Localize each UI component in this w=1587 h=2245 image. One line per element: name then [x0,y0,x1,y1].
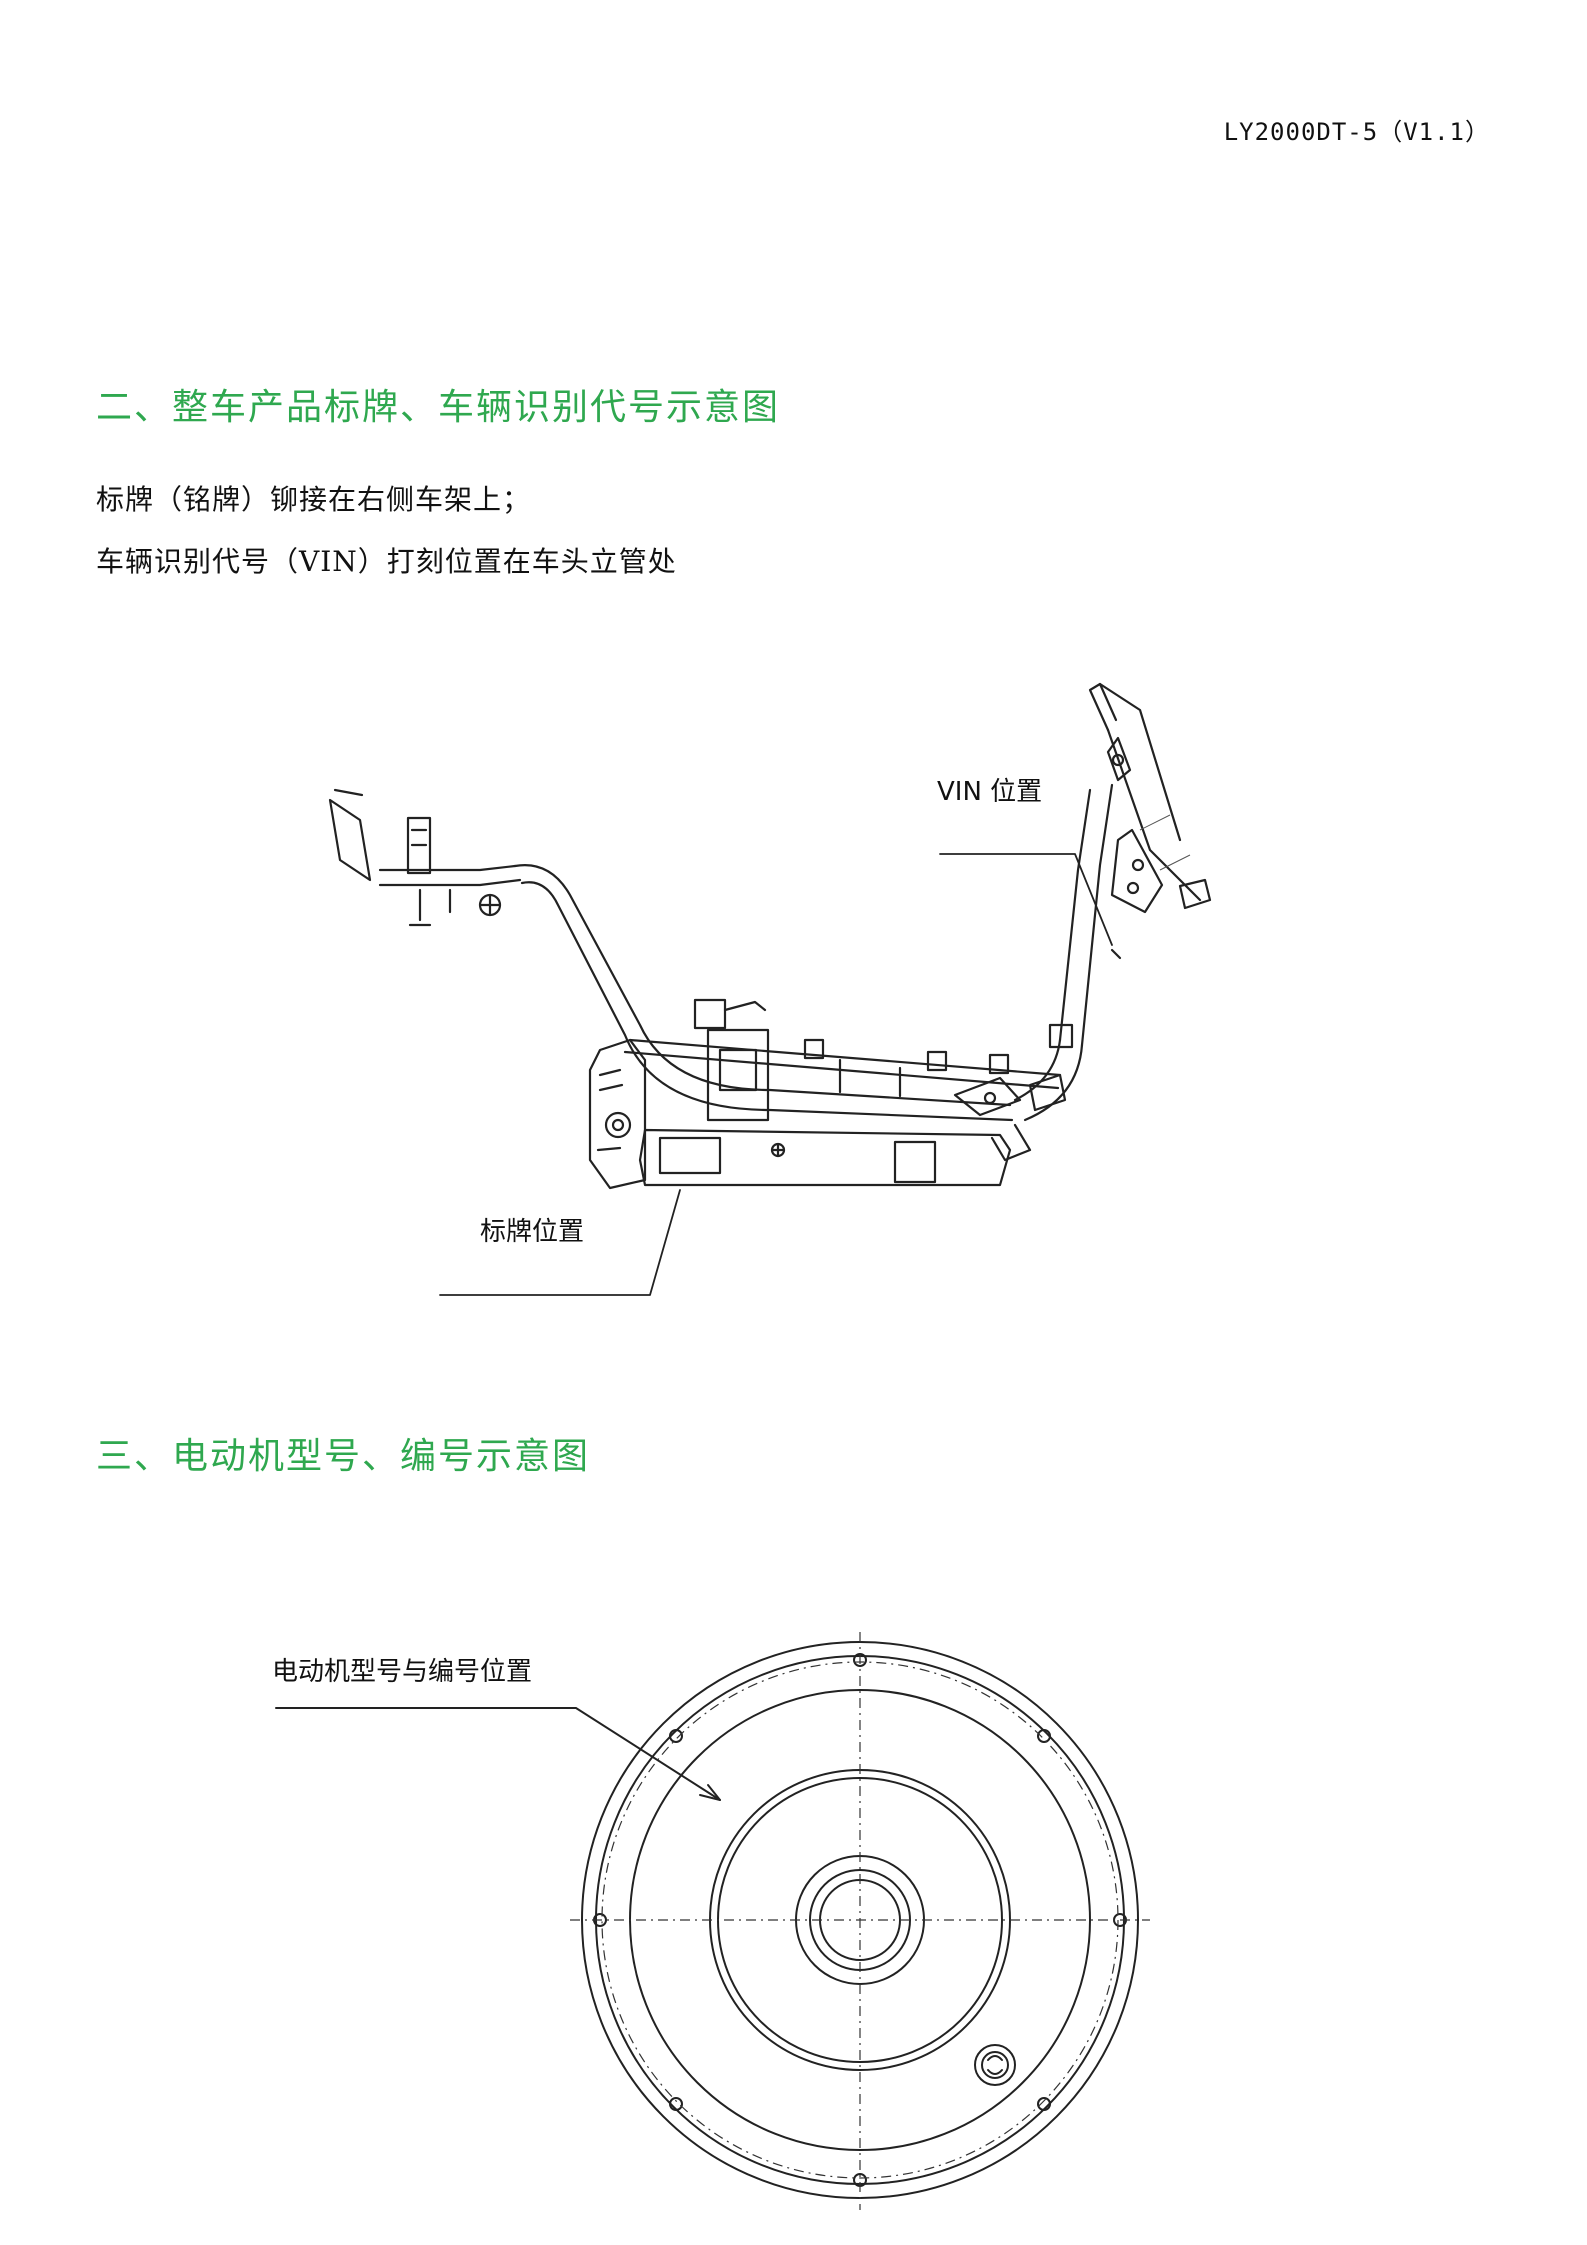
motor-number-position-label: 电动机型号与编号位置 [272,1657,532,1687]
section-2-line-1: 标牌（铭牌）铆接在右侧车架上； [96,483,532,516]
section-2-line-2: 车辆识别代号（VIN）打刻位置在车头立管处 [96,545,677,578]
section-2-title: 二、整车产品标牌、车辆识别代号示意图 [96,387,781,428]
section-3-title: 三、电动机型号、编号示意图 [96,1436,591,1477]
document-code: LY2000DT-5（V1.1） [1223,118,1490,146]
nameplate-position-label: 标牌位置 [480,1217,584,1247]
motor-diagram: 电动机型号与编号位置 [272,1632,1150,2210]
vehicle-frame-diagram: VIN 位置 标牌位置 [328,682,1212,1296]
vin-position-label: VIN 位置 [937,777,1042,807]
